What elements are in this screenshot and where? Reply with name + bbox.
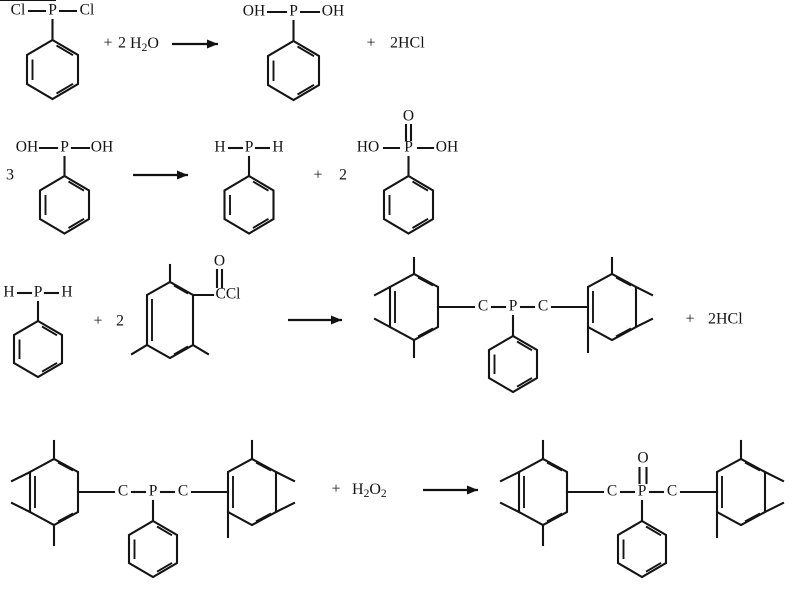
plus-sign-5: + bbox=[685, 311, 694, 328]
atom-label-c-right-3: C bbox=[667, 483, 677, 500]
peroxide-h: H bbox=[352, 481, 364, 498]
reaction-row-2: 3 OH P OH H P bbox=[6, 108, 458, 235]
atom-label-oh-right-3: OH bbox=[436, 139, 458, 156]
plus-sign-4: + bbox=[93, 313, 102, 330]
reaction-arrow-2 bbox=[133, 170, 188, 180]
coefficient-2-row3: 2 bbox=[116, 313, 124, 330]
reaction-arrow-4 bbox=[423, 485, 478, 495]
atom-label-o-carbonyl: O bbox=[214, 253, 225, 270]
molecule-phenylphosphonic-acid: O HO P OH bbox=[357, 108, 458, 235]
atom-label-p-center-4: P bbox=[245, 139, 254, 156]
atom-label-p-center-8: P bbox=[149, 483, 158, 500]
atom-label-cl-left: Cl bbox=[11, 2, 26, 19]
atom-label-cl-right: Cl bbox=[80, 2, 95, 19]
reaction-row-4: C P C + H2O2 bbox=[10, 439, 785, 579]
plus-sign-3: + bbox=[313, 167, 322, 184]
reagent-hydrogen-peroxide: + H2O2 bbox=[331, 481, 386, 500]
reagent-water: + 2 H2O bbox=[103, 35, 158, 54]
atom-label-p-center-7: P bbox=[509, 298, 518, 315]
atom-label-oh-right-2: OH bbox=[91, 139, 113, 156]
atom-label-c-left-2: C bbox=[118, 483, 128, 500]
formula-hcl-1: 2HCl bbox=[390, 35, 425, 52]
atom-label-c-left: C bbox=[478, 298, 488, 315]
atom-label-p-center-9: P bbox=[638, 483, 647, 500]
molecule-bis-mesitoyl-phenylphosphine-oxide: O C P C bbox=[499, 439, 785, 579]
byproduct-hcl-1: + 2HCl bbox=[366, 35, 425, 52]
atom-label-h-left-1: H bbox=[214, 139, 225, 156]
atom-label-o-phosphoryl: O bbox=[637, 450, 648, 467]
peroxide-sub-1: 2 bbox=[364, 488, 370, 500]
atom-label-h-left-2: H bbox=[3, 284, 14, 301]
byproduct-hcl-2: + 2HCl bbox=[685, 311, 743, 328]
atom-label-oh-left-2: OH bbox=[16, 139, 38, 156]
atom-label-p-center-3: P bbox=[60, 139, 69, 156]
reaction-arrow-3 bbox=[288, 315, 342, 325]
plus-sign-6: + bbox=[331, 481, 340, 498]
molecule-mesitoyl-chloride: O CCl bbox=[130, 253, 241, 360]
water-h: H bbox=[130, 35, 142, 52]
atom-label-h-right-1: H bbox=[272, 139, 283, 156]
molecule-phenylphosphine-1: H P H bbox=[214, 139, 284, 235]
atom-label-c-right-2: C bbox=[178, 483, 188, 500]
atom-label-p-center-5: P bbox=[404, 139, 413, 156]
reaction-row-3: H P H + 2 O CCl bbox=[3, 253, 743, 394]
molecule-phenylphosphinous-acid: OH P OH bbox=[243, 3, 344, 102]
molecule-phenylphosphine-2: H P H bbox=[3, 284, 73, 379]
atom-label-c-left-3: C bbox=[607, 483, 617, 500]
molecule-dichlorophenylphosphine: Cl P Cl bbox=[0, 0, 95, 101]
atom-label-ccl: CCl bbox=[216, 286, 241, 303]
formula-hydrogen-peroxide: H2O2 bbox=[352, 481, 387, 500]
water-o: O bbox=[147, 35, 159, 52]
atom-label-o-top: O bbox=[403, 108, 414, 125]
coefficient-2-row2: 2 bbox=[339, 167, 347, 184]
reaction-arrow-1 bbox=[172, 39, 218, 49]
reaction-row-1: Cl P Cl + 2 H2O OH P OH bbox=[0, 0, 425, 102]
molecule-bis-mesitoyl-phenylphosphine: C P C bbox=[373, 256, 654, 394]
atom-label-oh-left: OH bbox=[243, 3, 265, 20]
formula-hcl-2: 2HCl bbox=[708, 311, 743, 328]
molecule-phenylphosphinous-acid-2: OH P OH bbox=[16, 139, 113, 235]
atom-label-ho-left: HO bbox=[357, 139, 379, 156]
atom-label-c-right: C bbox=[538, 298, 548, 315]
atom-label-p-center: P bbox=[48, 2, 57, 19]
plus-sign-2: + bbox=[366, 35, 375, 52]
water-subscript: 2 bbox=[142, 42, 148, 54]
atom-label-h-right-2: H bbox=[61, 284, 72, 301]
atom-label-p-center-6: P bbox=[34, 284, 43, 301]
plus-sign-1: + bbox=[103, 35, 112, 52]
peroxide-o: O bbox=[369, 481, 381, 498]
atom-label-oh-right: OH bbox=[322, 3, 344, 20]
coefficient-3: 3 bbox=[6, 167, 14, 184]
coefficient-2-water: 2 bbox=[118, 35, 126, 52]
formula-water: H2O bbox=[130, 35, 159, 54]
atom-label-p-center-2: P bbox=[289, 3, 298, 20]
peroxide-sub-2: 2 bbox=[381, 488, 387, 500]
molecule-bis-mesitoyl-phenylphosphine-2: C P C bbox=[10, 439, 296, 579]
